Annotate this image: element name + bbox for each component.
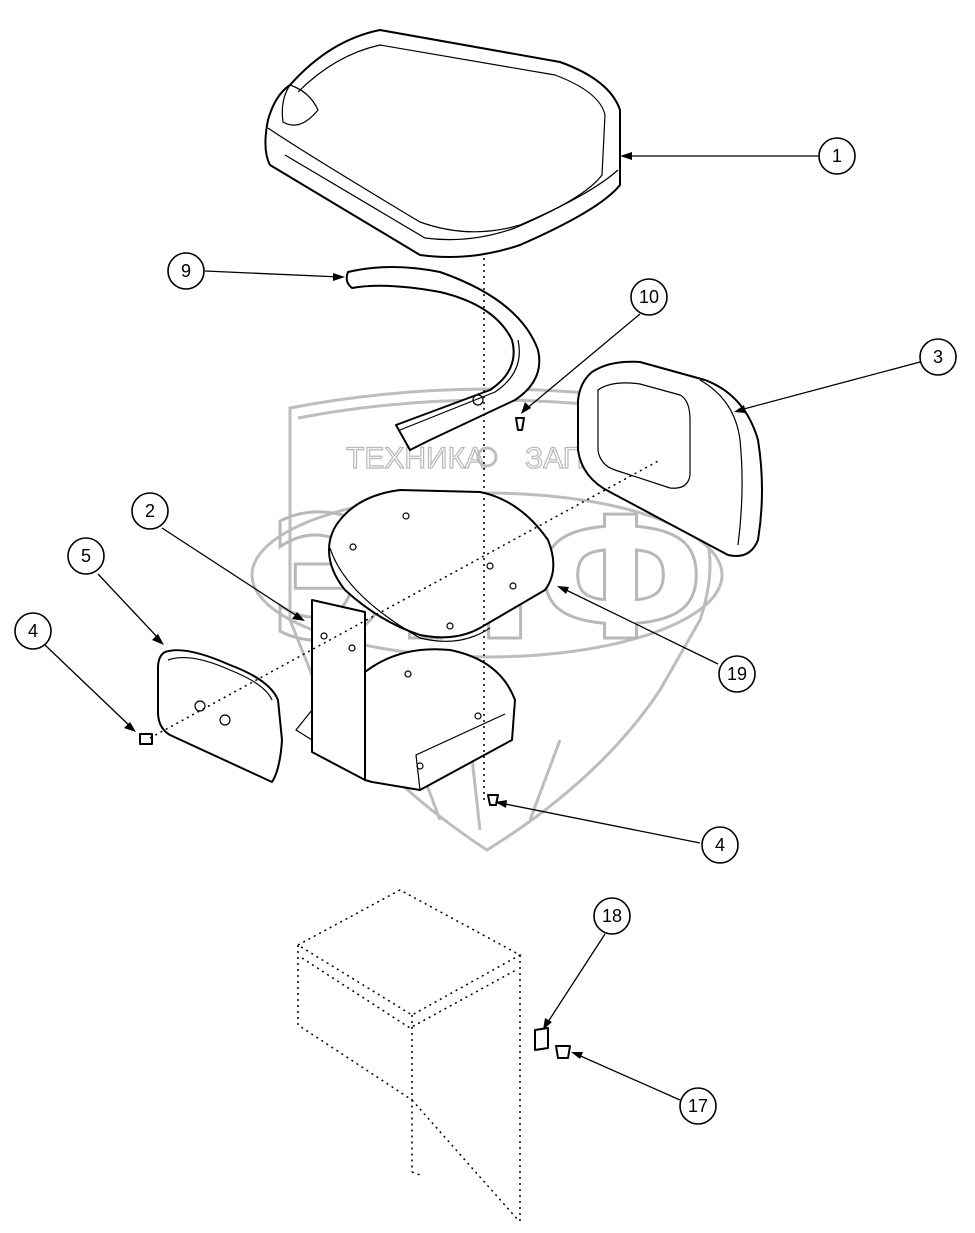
callout-4-bottom: 4 — [701, 826, 739, 864]
callout-2-label: 2 — [145, 501, 155, 521]
callout-19-label: 19 — [727, 664, 747, 684]
callout-19: 19 — [718, 655, 756, 693]
seat-cushion — [264, 29, 621, 259]
seat-base-reference — [296, 889, 522, 1222]
curved-bracket — [345, 266, 541, 451]
callout-5: 5 — [67, 537, 105, 575]
leader-lines — [44, 152, 921, 1101]
callout-4-left-label: 4 — [28, 621, 38, 641]
callout-9: 9 — [167, 252, 205, 290]
l-bracket — [295, 599, 516, 791]
callout-3-label: 3 — [933, 347, 943, 367]
callout-4-bottom-label: 4 — [715, 835, 725, 855]
callout-17-label: 17 — [688, 1096, 708, 1116]
screw-4-bottom — [487, 794, 499, 806]
callout-17: 17 — [679, 1087, 717, 1125]
callout-18: 18 — [593, 897, 631, 935]
callout-18-label: 18 — [602, 906, 622, 926]
mount-plate — [328, 489, 555, 642]
callout-4-left: 4 — [14, 612, 52, 650]
callout-3: 3 — [919, 338, 957, 376]
nut-18 — [534, 1027, 549, 1051]
assembly-lines — [149, 258, 661, 800]
gear-icon — [476, 446, 498, 468]
bolt-17 — [555, 1045, 571, 1059]
back-rest-pad — [577, 360, 763, 557]
callout-1-label: 1 — [832, 146, 842, 166]
callout-1: 1 — [818, 137, 856, 175]
callout-2: 2 — [131, 492, 169, 530]
callout-5-label: 5 — [81, 546, 91, 566]
screw-10 — [515, 417, 525, 431]
callout-10-label: 10 — [639, 287, 659, 307]
side-cover — [157, 649, 283, 783]
screw-4-left — [139, 733, 153, 745]
callout-10: 10 — [630, 278, 668, 316]
callout-9-label: 9 — [181, 261, 191, 281]
